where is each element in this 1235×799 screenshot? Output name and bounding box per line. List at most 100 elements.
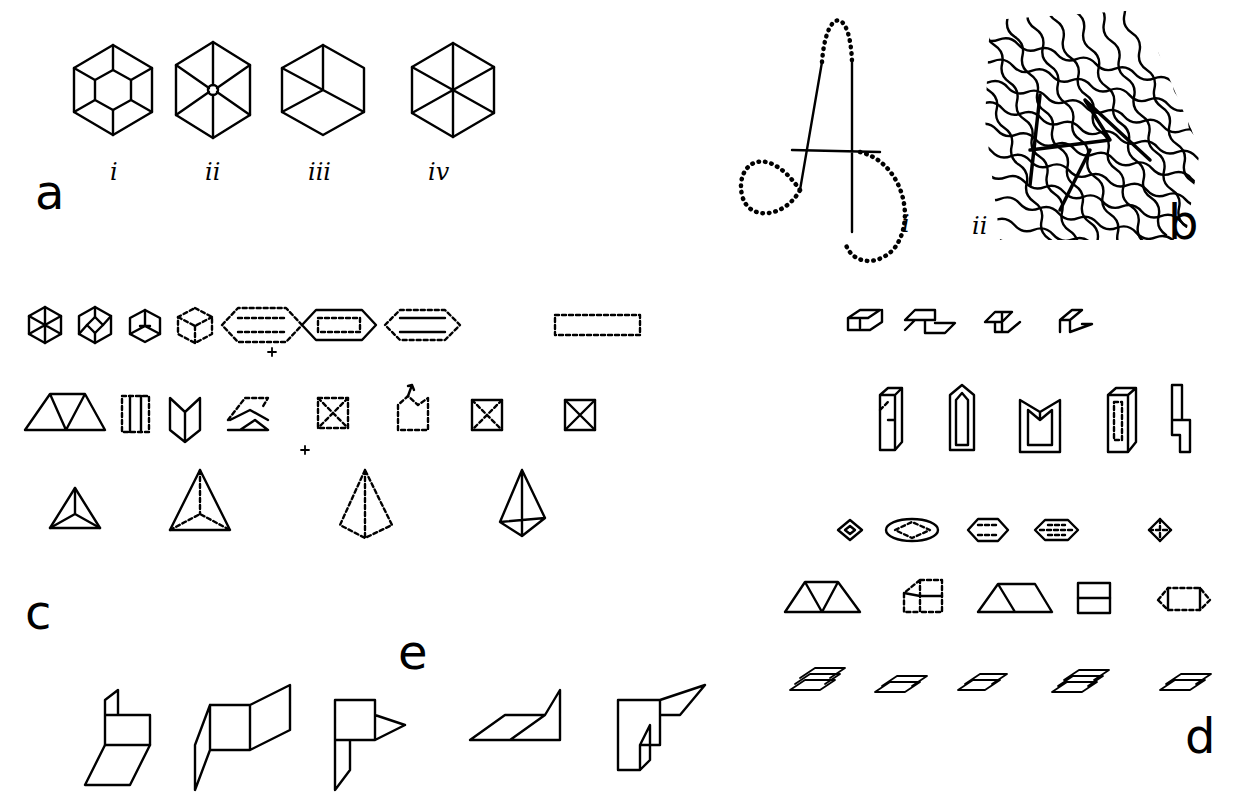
line-drawing — [950, 385, 974, 450]
line-drawing — [1052, 670, 1109, 692]
figure-c-row3 — [50, 470, 545, 538]
line-drawing — [976, 7, 1087, 269]
line-drawing — [130, 396, 141, 432]
line-drawing — [318, 318, 360, 332]
line-drawing — [1099, 0, 1210, 220]
line-drawing — [956, 0, 1235, 277]
line-drawing — [1180, 0, 1235, 187]
line-drawing — [50, 488, 100, 528]
line-drawing — [178, 308, 212, 343]
figure-letter: d — [1185, 712, 1215, 760]
line-drawing — [130, 310, 160, 342]
line-drawing — [412, 43, 494, 137]
line-drawing — [790, 668, 845, 690]
figure-d-row4 — [785, 580, 1210, 613]
figure-a-i — [74, 45, 152, 135]
line-drawing — [282, 45, 364, 135]
line-drawing — [170, 470, 230, 530]
line-drawing — [838, 520, 862, 540]
line-drawing — [741, 161, 800, 213]
line-drawing — [470, 690, 560, 740]
line-drawing — [50, 488, 100, 528]
line-drawing — [1108, 388, 1136, 452]
part-numeral: ii — [972, 214, 987, 238]
line-drawing — [500, 470, 545, 536]
line-drawing — [565, 400, 595, 430]
line-drawing — [1030, 95, 1150, 210]
line-drawing — [565, 400, 595, 430]
line-drawing — [1160, 0, 1235, 195]
line-drawing — [906, 240, 1179, 315]
figure-b-i — [741, 20, 905, 261]
line-drawing — [800, 62, 822, 190]
line-drawing — [845, 526, 855, 534]
line-drawing — [408, 385, 414, 396]
line-drawing — [1149, 519, 1171, 541]
line-drawing — [238, 318, 286, 332]
line-drawing — [398, 396, 428, 430]
line-drawing — [195, 685, 290, 790]
line-drawing — [904, 580, 942, 612]
line-drawing — [400, 318, 445, 332]
line-drawing — [85, 745, 150, 785]
line-drawing — [1158, 588, 1210, 610]
line-drawing — [176, 42, 250, 138]
figure-letter: a — [35, 168, 64, 216]
line-drawing — [1020, 400, 1060, 452]
figure-a-ii — [176, 42, 250, 138]
line-drawing — [178, 317, 212, 343]
line-drawing — [785, 582, 860, 612]
line-drawing — [340, 470, 392, 538]
figure-a-iv — [412, 43, 494, 137]
line-drawing — [917, 197, 1190, 272]
figure-c-row2 — [25, 385, 595, 454]
line-drawing — [176, 42, 250, 138]
line-drawing — [74, 45, 152, 135]
line-drawing — [1060, 310, 1092, 332]
part-numeral: iv — [428, 160, 449, 184]
line-drawing — [958, 674, 1007, 690]
line-drawing — [1040, 525, 1073, 535]
line-drawing — [335, 700, 405, 790]
figure-d-row3 — [838, 519, 1171, 541]
line-drawing — [978, 584, 1052, 612]
line-drawing — [1168, 588, 1200, 610]
line-drawing — [875, 676, 927, 692]
line-drawing — [911, 219, 1184, 294]
figure-d-row2 — [880, 385, 1190, 452]
line-drawing — [29, 307, 61, 343]
line-drawing — [880, 388, 902, 450]
line-drawing — [74, 45, 152, 135]
line-drawing — [301, 446, 309, 454]
line-drawing — [978, 525, 998, 535]
line-drawing — [846, 152, 905, 261]
line-drawing — [997, 0, 1108, 261]
line-drawing — [886, 519, 938, 541]
line-drawing — [170, 470, 230, 530]
line-drawing — [222, 308, 302, 342]
line-drawing — [268, 348, 276, 356]
line-drawing — [25, 394, 105, 430]
figure-c-row1 — [29, 307, 640, 356]
line-drawing — [1119, 0, 1230, 211]
figure-letter: e — [398, 628, 428, 676]
line-drawing — [822, 20, 852, 62]
line-drawing — [170, 398, 200, 442]
part-numeral: i — [110, 160, 118, 184]
line-drawing — [122, 396, 149, 432]
line-drawing — [412, 43, 494, 137]
line-drawing — [208, 85, 218, 95]
line-drawing — [472, 400, 502, 430]
line-drawing — [1140, 0, 1235, 203]
line-drawing — [880, 402, 888, 410]
line-drawing — [895, 522, 930, 538]
line-drawing — [555, 315, 640, 335]
line-drawing — [904, 593, 942, 596]
line-drawing — [792, 62, 880, 232]
line-drawing — [1172, 385, 1190, 452]
line-drawing — [1078, 583, 1110, 613]
line-drawing — [848, 310, 882, 330]
line-drawing — [472, 400, 502, 430]
line-drawing — [1058, 0, 1169, 236]
